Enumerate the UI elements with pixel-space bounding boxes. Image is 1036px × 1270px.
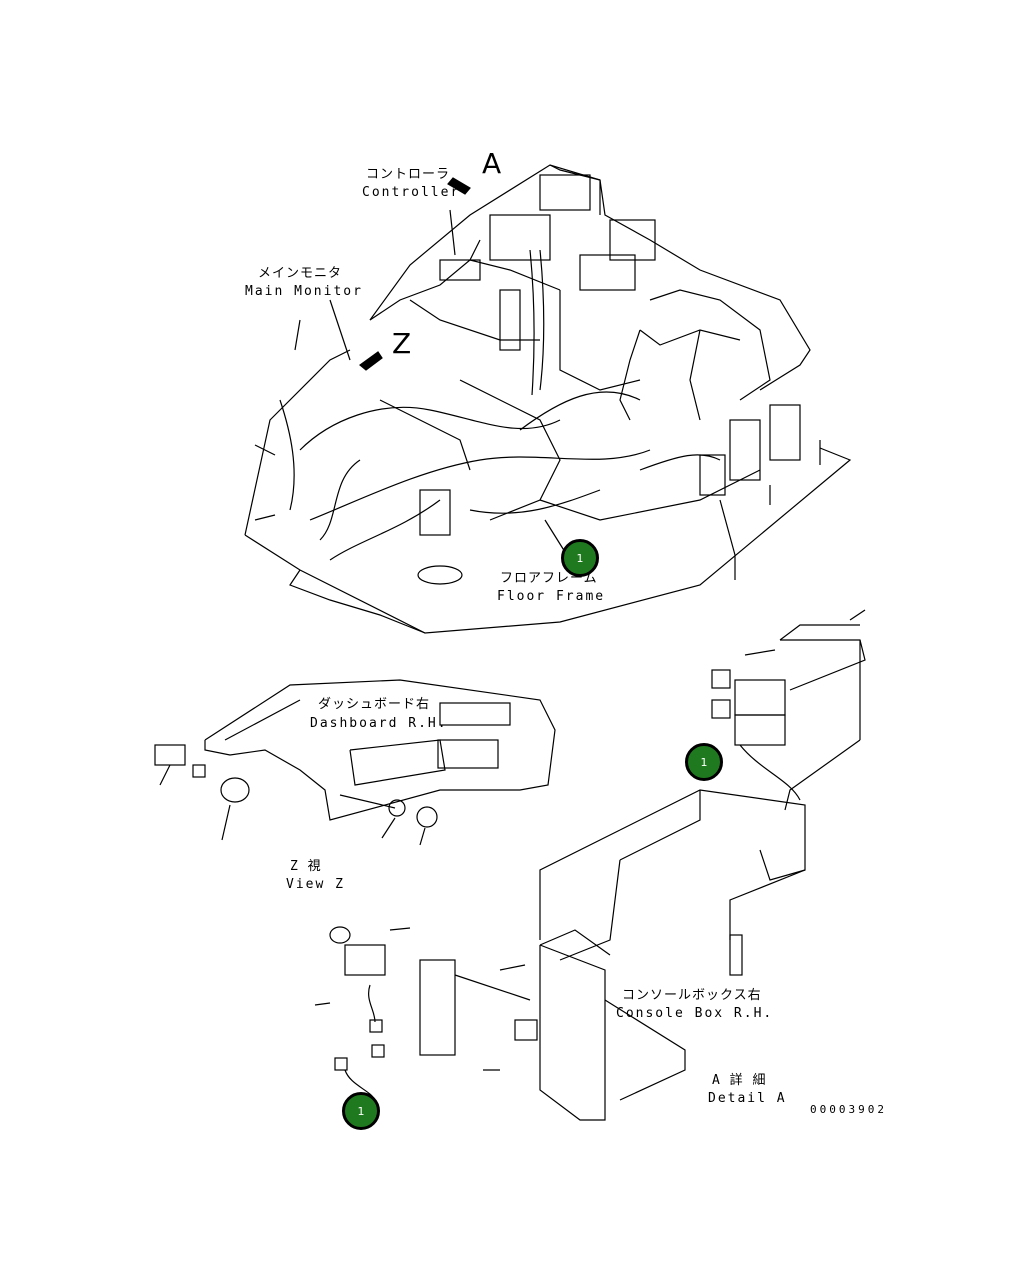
callout-number: 1 <box>576 551 584 565</box>
callout-marker-console-harness[interactable]: 1 <box>342 1092 380 1130</box>
callout-marker-detail-a[interactable]: 1 <box>685 743 723 781</box>
view-z-arrow-label: Z <box>392 327 412 360</box>
main-monitor-label-jp: メインモニタ <box>258 266 343 281</box>
controller-label-en: Controller <box>362 185 461 200</box>
callout-number: 1 <box>700 755 708 769</box>
view-z-label-jp: Z 視 <box>290 859 322 874</box>
controller-label-jp: コントローラ <box>366 167 451 182</box>
console-box-label-en: Console Box R.H. <box>616 1006 774 1021</box>
callout-number: 1 <box>357 1104 365 1118</box>
console-box-frame <box>314 789 806 1121</box>
dashboard-label-en: Dashboard R.H. <box>310 716 448 731</box>
view-a-arrow-label: A <box>482 147 502 180</box>
detail-a-relay-bracket <box>711 609 866 811</box>
detail-a-label-jp: A 詳 細 <box>712 1073 767 1088</box>
dashboard-label-jp: ダッシュボード右 <box>318 697 431 712</box>
dashboard-rh-panel <box>154 679 556 846</box>
callout-marker-floor-frame[interactable]: 1 <box>561 539 599 577</box>
floor-frame-assembly <box>244 164 852 634</box>
view-arrows <box>359 177 471 371</box>
main-monitor-label-en: Main Monitor <box>245 284 363 299</box>
floor-frame-label-en: Floor Frame <box>497 589 606 604</box>
view-z-label-en: View Z <box>286 877 345 892</box>
console-box-label-jp: コンソールボックス右 <box>622 988 762 1003</box>
detail-a-label-en: Detail A <box>708 1091 787 1106</box>
drawing-number: 00003902 <box>810 1103 887 1116</box>
